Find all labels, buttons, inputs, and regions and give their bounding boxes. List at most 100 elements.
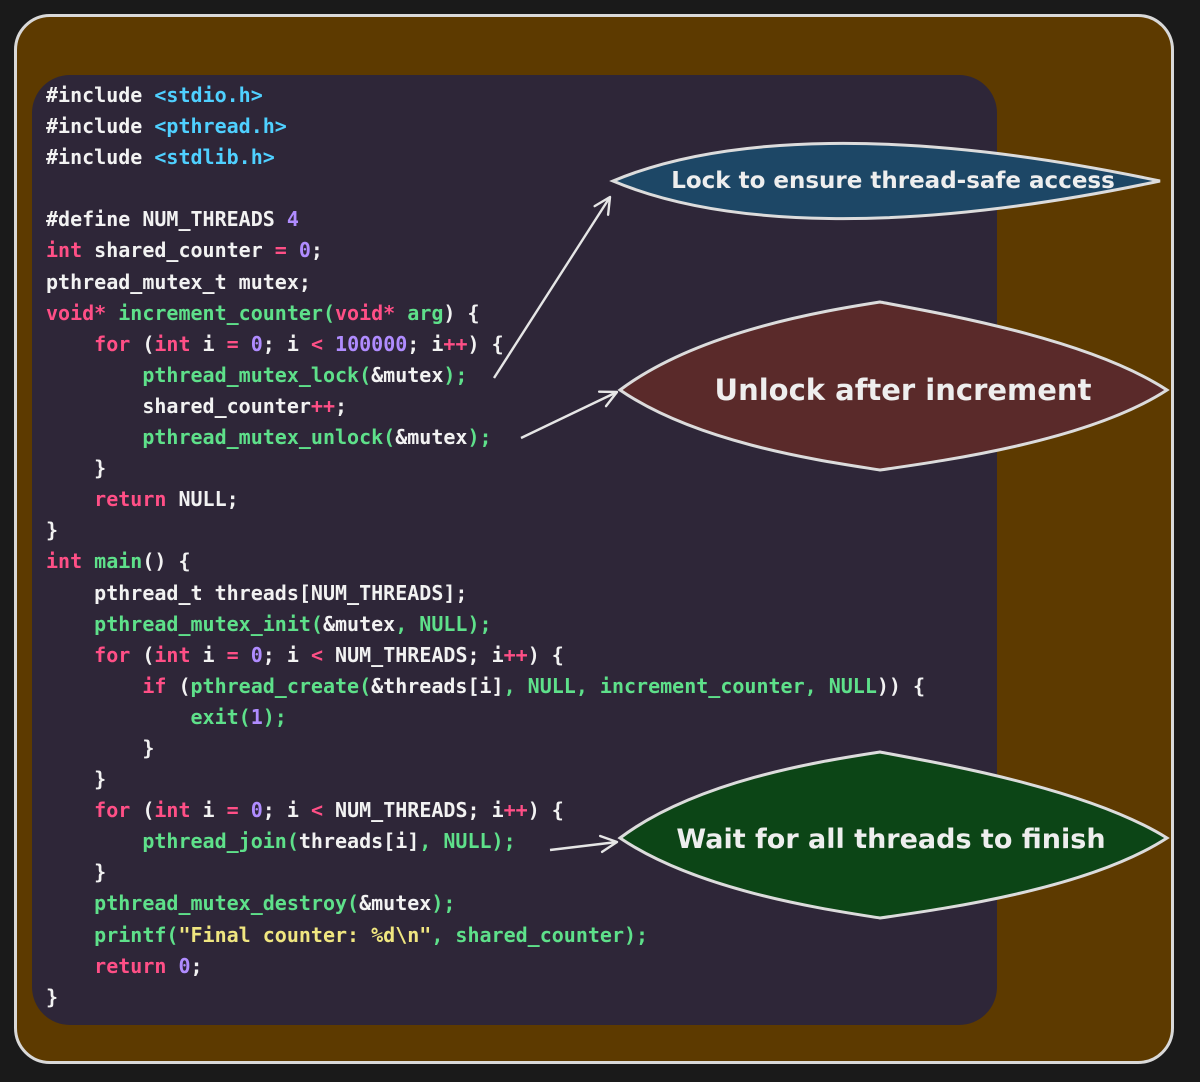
- code-token: }: [46, 456, 107, 481]
- code-line: }: [46, 453, 925, 484]
- code-token: );: [467, 425, 492, 450]
- code-token: &threads[i]: [371, 673, 504, 698]
- code-line: }: [46, 515, 925, 546]
- code-token: )) {: [876, 673, 926, 698]
- code-token: printf(: [94, 922, 179, 947]
- code-token: &mutex: [322, 611, 396, 636]
- code-line: for (int i = 0; i < NUM_THREADS; i++) {: [46, 795, 925, 826]
- code-line: pthread_mutex_lock(&mutex);: [46, 360, 925, 391]
- callout-unlock-label: Unlock after increment: [715, 373, 1092, 407]
- code-token: }: [46, 767, 107, 792]
- callout-unlock: Unlock after increment: [617, 300, 1170, 472]
- code-token: pthread_mutex_t mutex;: [46, 269, 311, 294]
- code-token: for: [94, 642, 131, 667]
- code-line: pthread_mutex_t mutex;: [46, 267, 925, 298]
- code-line: void* increment_counter(void* arg) {: [46, 298, 925, 329]
- code-line: exit(1);: [46, 702, 925, 733]
- code-token: 0: [250, 331, 263, 356]
- callout-wait-label: Wait for all threads to finish: [676, 824, 1105, 855]
- code-token: "Final counter: %d\n": [178, 922, 432, 947]
- code-token: arg: [407, 300, 444, 325]
- arrow-to-wait: [549, 834, 619, 854]
- code-line: pthread_join(threads[i], NULL);: [46, 826, 925, 857]
- code-token: (: [130, 798, 155, 823]
- code-token: 100000: [335, 331, 408, 356]
- code-token: #include: [46, 114, 155, 139]
- code-token: &mutex: [359, 891, 432, 916]
- code-line: }: [46, 857, 925, 888]
- code-token: ) {: [527, 798, 564, 823]
- code-token: ++: [503, 798, 528, 823]
- code-token: shared_counter: [46, 393, 311, 418]
- code-token: }: [46, 735, 155, 760]
- code-token: ) {: [467, 331, 504, 356]
- code-line: return 0;: [46, 951, 925, 982]
- code-token: <: [310, 642, 323, 667]
- code-token: int: [46, 549, 83, 574]
- code-token: <stdlib.h>: [154, 145, 275, 170]
- code-token: , shared_counter);: [431, 922, 649, 947]
- code-token: shared_counter: [82, 238, 275, 263]
- code-token: void*: [335, 300, 396, 325]
- code-line: if (pthread_create(&threads[i], NULL, in…: [46, 671, 925, 702]
- code-token: <: [310, 798, 323, 823]
- code-token: for: [94, 331, 131, 356]
- code-token: ;: [190, 953, 203, 978]
- code-line: return NULL;: [46, 484, 925, 515]
- code-token: pthread_join(: [142, 829, 299, 854]
- code-token: i: [190, 331, 227, 356]
- callout-wait: Wait for all threads to finish: [617, 750, 1170, 920]
- callout-lock-label: Lock to ensure thread-safe access: [671, 168, 1115, 194]
- arrow-to-unlock: [520, 390, 619, 440]
- code-token: 0: [250, 798, 263, 823]
- code-token: =: [274, 238, 287, 263]
- code-token: #define NUM_THREADS: [46, 207, 287, 232]
- code-line: printf("Final counter: %d\n", shared_cou…: [46, 920, 925, 951]
- code-line: #define NUM_THREADS 4: [46, 204, 925, 235]
- code-line: shared_counter++;: [46, 391, 925, 422]
- code-token: exit(: [190, 704, 251, 729]
- code-token: }: [46, 860, 107, 885]
- code-token: }: [46, 984, 59, 1009]
- code-token: <: [310, 331, 323, 356]
- code-block: #include <stdio.h>#include <pthread.h>#i…: [46, 80, 925, 1013]
- code-token: int: [154, 331, 191, 356]
- code-token: pthread_create(: [190, 673, 372, 698]
- code-line: #include <stdlib.h>: [46, 142, 925, 173]
- code-token: (: [130, 331, 155, 356]
- code-token: 0: [250, 642, 263, 667]
- code-token: NUM_THREADS; i: [323, 642, 504, 667]
- code-token: 0: [298, 238, 311, 263]
- code-token: 1: [250, 704, 263, 729]
- code-token: ; i: [262, 798, 311, 823]
- code-token: void*: [46, 300, 107, 325]
- code-token: i: [190, 798, 227, 823]
- code-token: return: [94, 953, 167, 978]
- code-token: =: [226, 331, 239, 356]
- code-token: , NULL);: [419, 829, 516, 854]
- code-line: }: [46, 982, 925, 1013]
- code-token: =: [226, 798, 239, 823]
- code-token: ) {: [443, 300, 480, 325]
- code-token: if: [142, 673, 167, 698]
- callout-lock-shape: [609, 141, 1161, 221]
- code-token: ++: [310, 393, 335, 418]
- code-token: main: [94, 549, 143, 574]
- code-token: );: [262, 704, 287, 729]
- code-token: int: [46, 238, 83, 263]
- code-token: ++: [443, 331, 468, 356]
- code-line: #include <stdio.h>: [46, 80, 925, 111]
- code-token: threads[i]: [298, 829, 420, 854]
- code-token: #include: [46, 145, 155, 170]
- code-line: for (int i = 0; i < NUM_THREADS; i++) {: [46, 640, 925, 671]
- code-token: ; i: [262, 642, 311, 667]
- code-token: for: [94, 798, 131, 823]
- code-token: (: [166, 673, 191, 698]
- code-token: &mutex: [395, 425, 468, 450]
- code-token: ++: [503, 642, 528, 667]
- code-token: pthread_mutex_unlock(: [142, 425, 396, 450]
- code-token: #include: [46, 83, 155, 107]
- arrow-to-lock: [492, 195, 612, 379]
- callout-unlock-shape: [617, 300, 1170, 472]
